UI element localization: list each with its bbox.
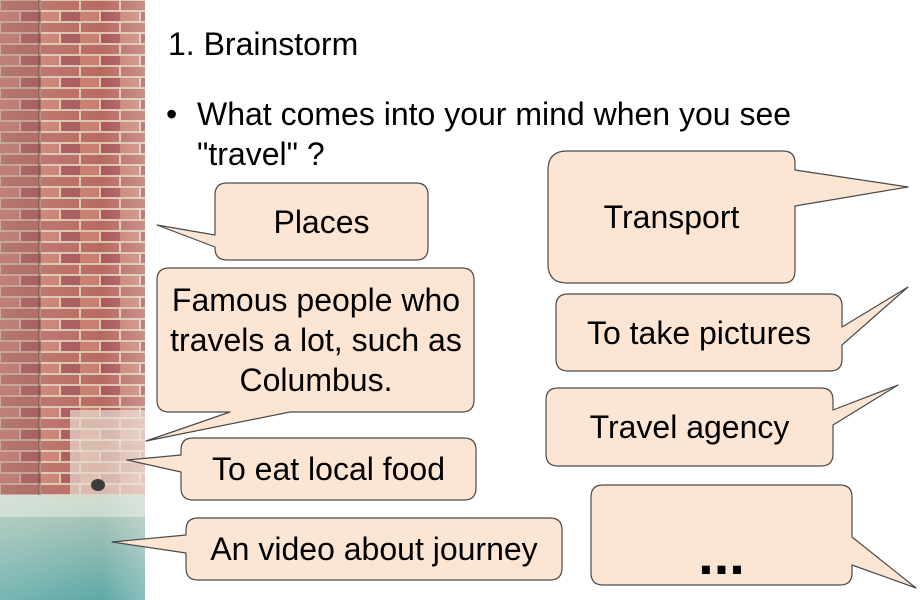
- callout-agency: Travel agency: [589, 409, 790, 445]
- callout-food-shape: [126, 437, 477, 501]
- bullet-text: What comes into your mind when you see "…: [197, 96, 792, 172]
- callout-transport-shape: [547, 150, 909, 284]
- callout-more-shape: [590, 484, 917, 589]
- callout-places-shape: [156, 182, 429, 261]
- callout-places: Places: [273, 203, 370, 240]
- slide-title: 1. Brainstorm: [168, 26, 359, 62]
- callout-agency-shape: [545, 384, 899, 467]
- callout-transport: Transport: [603, 199, 740, 235]
- callout-famous-people: Famous people who travels a lot, such as…: [170, 282, 462, 398]
- callout-more: ...: [698, 523, 745, 586]
- brick-wall-image: [0, 0, 145, 600]
- callout-video-shape: [111, 517, 563, 581]
- brick-wall-photo: [0, 0, 145, 600]
- callout-local-food: To eat local food: [211, 451, 446, 487]
- callout-pictures: To take pictures: [586, 314, 812, 351]
- callout-famous-shape: [145, 267, 475, 442]
- callout-video: An video about journey: [210, 531, 538, 567]
- callout-pictures-shape: [555, 286, 909, 372]
- bullet-dot-icon: •: [166, 96, 178, 132]
